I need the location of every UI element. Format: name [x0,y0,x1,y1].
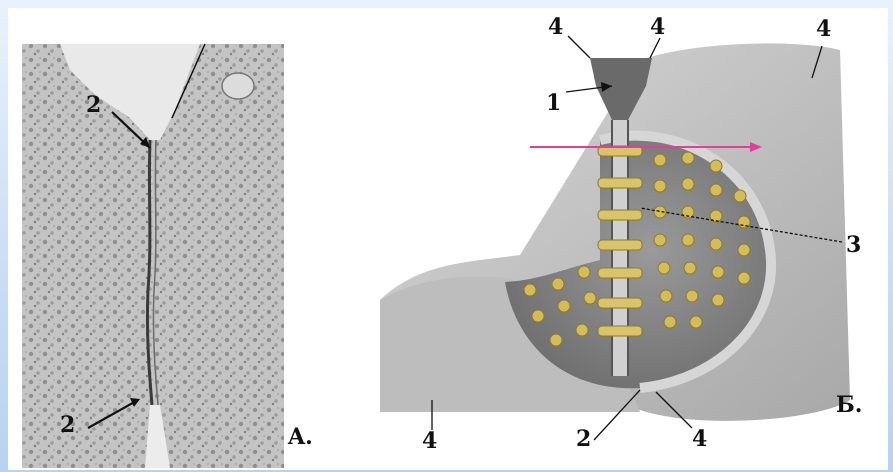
label-b-4-bottom-left: 4 [422,428,437,454]
label-b-1: 1 [546,90,561,116]
label-b-4-top-right: 4 [816,16,831,42]
connexon [598,268,642,278]
connexon [598,210,642,220]
diagram-panel-b: 4 4 4 1 3 4 2 4 Б. [380,14,862,454]
connexon [598,298,642,308]
panel-b-letter: Б. [836,392,862,418]
micrograph-panel-a: 2 2 A. [22,44,313,468]
panel-a-letter: A. [287,424,313,450]
label-b-4-bottom-right: 4 [692,426,707,452]
micrograph-vesicle [222,73,254,99]
label-b-4-top-mid: 4 [650,14,665,40]
connexon [598,240,642,250]
label-a-2-lower: 2 [60,412,75,438]
label-b-2: 2 [576,426,591,452]
connexon [598,178,642,188]
connexon [598,326,642,336]
label-a-2-upper: 2 [86,92,101,118]
label-b-3: 3 [846,232,861,258]
label-b-4-top-left: 4 [548,14,563,40]
